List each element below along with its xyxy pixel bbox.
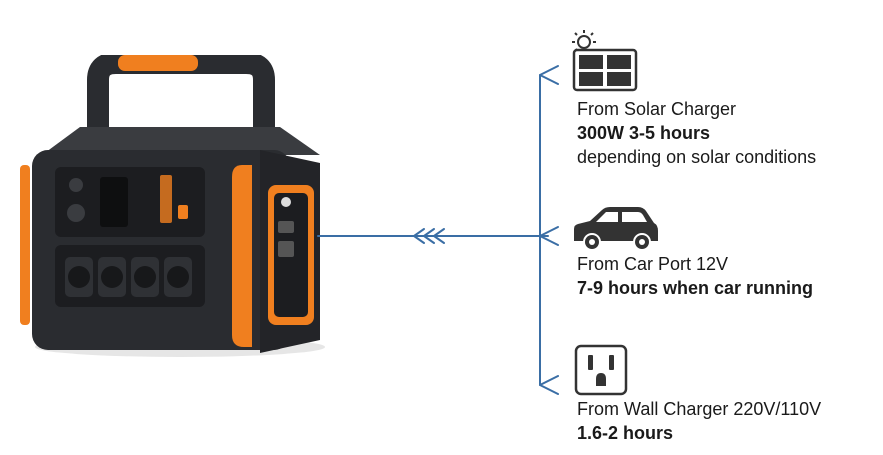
car-icon [574, 207, 658, 251]
wall-source-label: From Wall Charger 220V/110V [577, 399, 822, 419]
solar-source-label: From Solar Charger [577, 99, 737, 119]
portable-power-station-icon [20, 55, 325, 357]
solar-time-label: 300W 3-5 hours [577, 123, 711, 143]
car-time-label: 7-9 hours when car running [577, 278, 814, 298]
solar-note-label: depending on solar conditions [577, 147, 817, 167]
triple-chevron-left-icon [413, 228, 445, 244]
wall-chevron-icon [539, 375, 559, 395]
solar-panel-icon [572, 30, 638, 92]
wall-time-label: 1.6-2 hours [577, 423, 674, 443]
car-chevron-icon [539, 226, 559, 246]
car-source-label: From Car Port 12V [577, 254, 729, 274]
solar-chevron-icon [539, 65, 559, 85]
wall-outlet-icon [574, 344, 628, 396]
